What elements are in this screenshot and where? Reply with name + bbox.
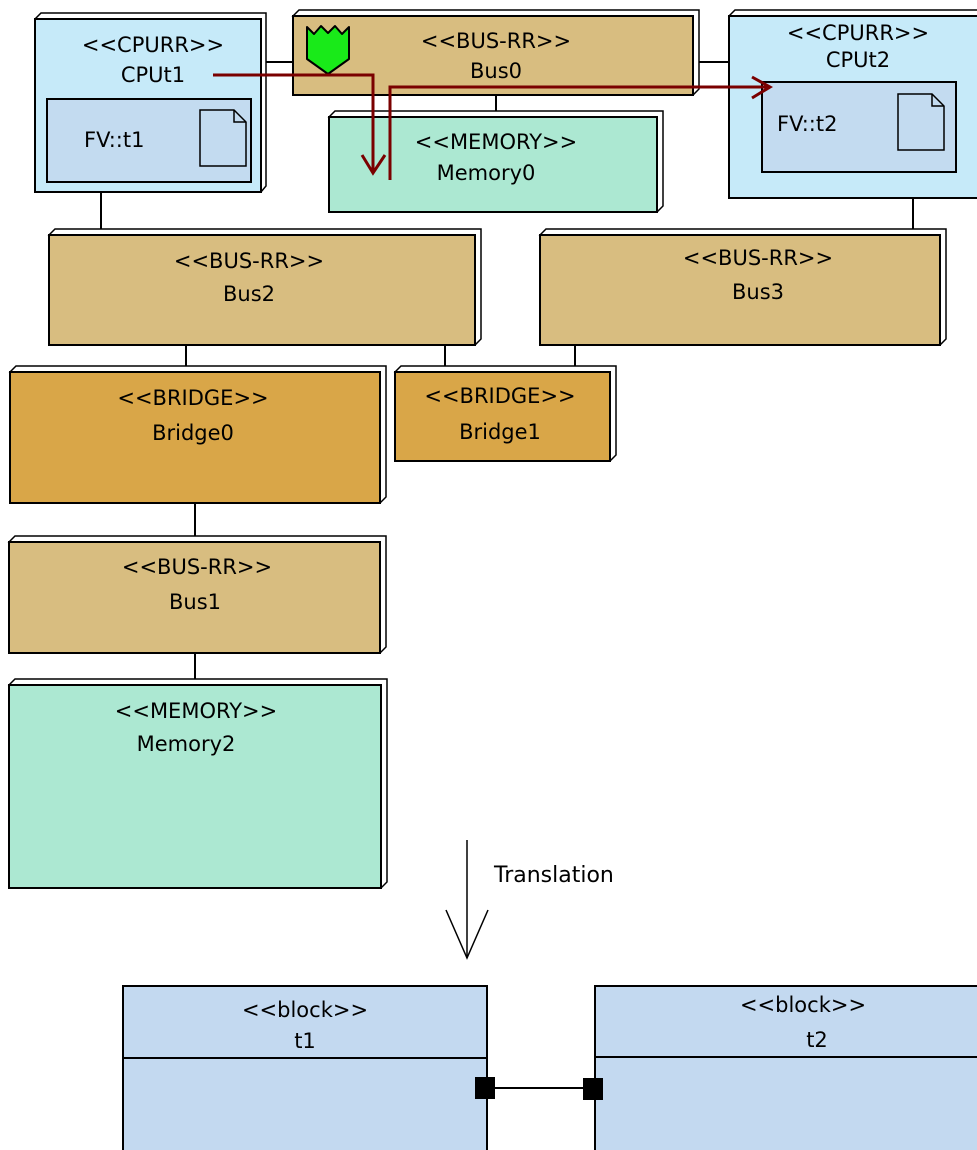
bridge-node-bridge1[interactable]: <<BRIDGE>> Bridge1 — [393, 365, 617, 462]
bridge-name: Bridge0 — [152, 421, 234, 445]
artifact-label: FV::t2 — [777, 112, 837, 136]
bus-node-bus2[interactable]: <<BUS-RR>> Bus2 — [47, 228, 482, 346]
port-connection[interactable] — [475, 1077, 603, 1100]
cpu-stereotype: <<CPURR>> — [82, 33, 224, 57]
bus-node-bus3[interactable]: <<BUS-RR>> Bus3 — [538, 228, 947, 346]
translation-label: Translation — [493, 863, 614, 888]
cpu-name: CPUt2 — [826, 48, 890, 72]
bridge-stereotype: <<BRIDGE>> — [117, 386, 268, 410]
bus-name: Bus1 — [169, 590, 221, 614]
artifact-fv-t2[interactable] — [761, 81, 957, 173]
communication-path-memory-t2 — [388, 75, 773, 180]
memory-name: Memory2 — [137, 732, 236, 756]
bus-node-bus0[interactable]: <<BUS-RR>> Bus0 — [291, 9, 700, 96]
memory-stereotype: <<MEMORY>> — [415, 130, 578, 154]
artifact-label: FV::t1 — [84, 128, 144, 152]
bus-stereotype: <<BUS-RR>> — [122, 555, 272, 579]
bridge-stereotype: <<BRIDGE>> — [424, 384, 575, 408]
block-t2[interactable]: <<block>> t2 — [594, 985, 977, 1150]
bridge-node-bridge0[interactable]: <<BRIDGE>> Bridge0 — [8, 365, 387, 504]
memory-name: Memory0 — [437, 161, 536, 185]
bus-stereotype: <<BUS-RR>> — [421, 29, 571, 53]
bus-name: Bus0 — [470, 59, 522, 83]
memory-stereotype: <<MEMORY>> — [115, 699, 278, 723]
block-stereotype: <<block>> — [242, 998, 368, 1022]
translation-arrow-icon — [445, 840, 489, 960]
artifact-fv-t1[interactable] — [46, 98, 252, 183]
port-out-t1[interactable] — [475, 1077, 495, 1099]
memory-node-memory2[interactable]: <<MEMORY>> Memory2 — [7, 678, 388, 889]
memory-node-memory0[interactable]: <<MEMORY>> Memory0 — [327, 110, 664, 213]
cpu-stereotype: <<CPURR>> — [787, 21, 929, 45]
bridge-name: Bridge1 — [459, 420, 541, 444]
cpu-node-cput1[interactable]: <<CPURR>> CPUt1 FV::t1 — [33, 12, 267, 194]
block-t1[interactable]: <<block>> t1 — [122, 985, 488, 1150]
block-name: t2 — [806, 1028, 828, 1052]
connection-lines — [100, 61, 914, 679]
cpu-name: CPUt1 — [121, 63, 185, 87]
communication-path-t1-memory — [213, 73, 387, 176]
cpu-node-cput2[interactable]: <<CPURR>> CPUt2 FV::t2 — [727, 9, 977, 199]
bus-stereotype: <<BUS-RR>> — [174, 249, 324, 273]
block-name: t1 — [294, 1029, 316, 1053]
block-stereotype: <<block>> — [740, 993, 866, 1017]
bus-name: Bus2 — [223, 282, 275, 306]
bus-node-bus1[interactable]: <<BUS-RR>> Bus1 — [7, 535, 387, 654]
bus-stereotype: <<BUS-RR>> — [683, 246, 833, 270]
bus-name: Bus3 — [732, 280, 784, 304]
security-marker-icon[interactable] — [306, 25, 350, 75]
port-in-t2[interactable] — [583, 1078, 603, 1100]
